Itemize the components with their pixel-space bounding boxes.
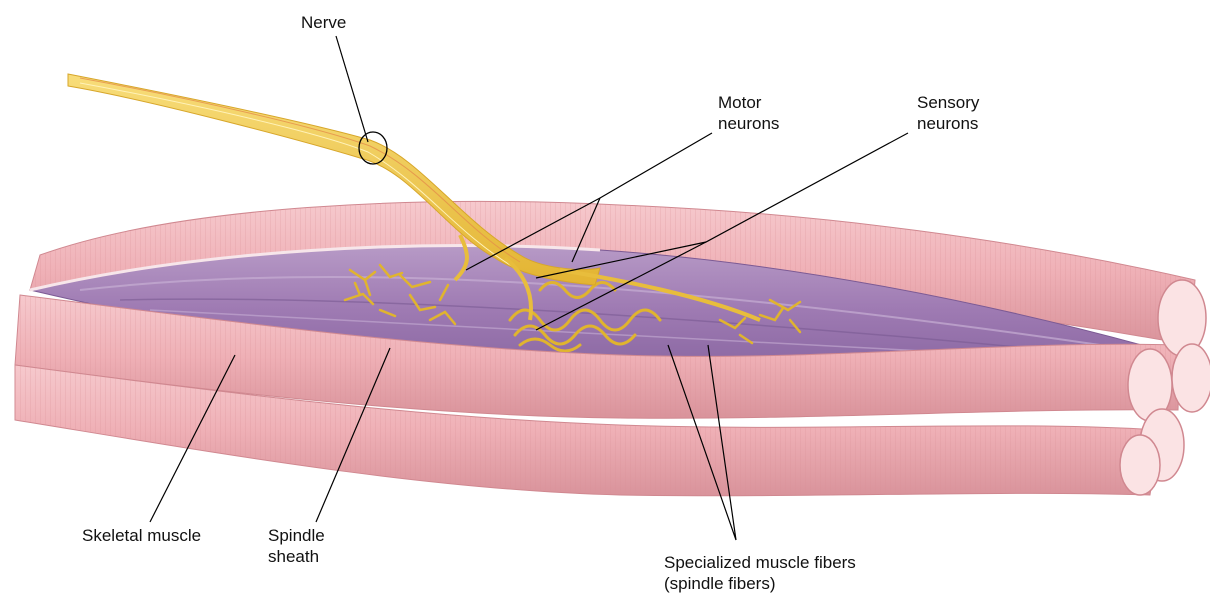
label-motor-neurons: Motor neurons [718, 92, 779, 134]
label-nerve: Nerve [301, 12, 346, 33]
label-specialized-muscle-fibers: Specialized muscle fibers (spindle fiber… [664, 552, 856, 594]
label-sensory-neurons: Sensory neurons [917, 92, 979, 134]
label-skeletal-muscle: Skeletal muscle [82, 525, 201, 546]
label-spindle-sheath: Spindle sheath [268, 525, 325, 567]
